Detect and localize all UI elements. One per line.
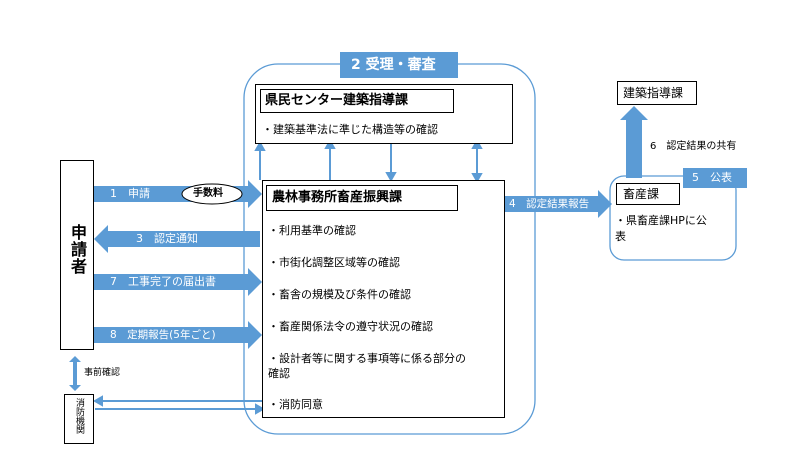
nourin-item-5-cont: 確認	[268, 367, 290, 380]
fee-ellipse	[181, 183, 243, 205]
chikusan-title-box	[616, 183, 680, 205]
nourin-title: 農林事務所畜産振興課	[272, 190, 403, 205]
nourin-item-2: ・市街化調整区域等の確認	[268, 256, 400, 269]
stage2-label-text: 2 受理・審査	[351, 57, 436, 73]
kenchiku-shido-box	[617, 81, 697, 105]
arrow-7-label: 7 工事完了の届出書	[110, 275, 216, 288]
arrow-4-label: 4 認定結果報告	[509, 198, 590, 210]
fire-dept-label: 消防機関	[74, 398, 84, 434]
nourin-item-3: ・畜舎の規模及び条件の確認	[268, 288, 411, 301]
nourin-item-1: ・利用基準の確認	[268, 224, 356, 237]
kenmin-center-title: 県民センター建築指導課	[265, 93, 409, 108]
chikusan-line-2: 表	[615, 230, 626, 243]
kenchiku-shido-label: 建築指導課	[623, 86, 684, 100]
nourin-item-6: ・消防同意	[268, 398, 323, 411]
arrow-8-label: 8 定期報告(5年ごと)	[110, 329, 216, 341]
fee-label: 手数料	[193, 188, 223, 199]
chikusan-title: 畜産課	[623, 187, 660, 201]
kenmin-center-title-box	[260, 89, 454, 113]
publish-label	[683, 168, 747, 188]
arrow-3-label: 3 認定通知	[136, 232, 198, 245]
chikusan-line-1: ・県畜産課HPに公	[615, 214, 707, 227]
chikusan-outline	[609, 175, 737, 261]
nourin-item-4: ・畜産関係法令の遵守状況の確認	[268, 320, 433, 333]
applicant-label: 申請者	[68, 224, 87, 275]
nourin-title-box	[266, 185, 458, 211]
prior-check-label: 事前確認	[84, 368, 121, 378]
publish-label-text: 5 公表	[692, 171, 732, 184]
nourin-box	[262, 180, 505, 418]
arrow-6-label: 6 認定結果の共有	[650, 141, 737, 152]
applicant-box	[60, 160, 94, 350]
kenmin-center-item: ・建築基準法に準じた構造等の確認	[262, 123, 438, 136]
nourin-item-5: ・設計者等に関する事項等に係る部分の	[268, 352, 466, 365]
arrow-1-label: 1 申請	[110, 187, 150, 200]
fire-dept-box	[64, 394, 94, 444]
stage2-label	[340, 52, 458, 78]
